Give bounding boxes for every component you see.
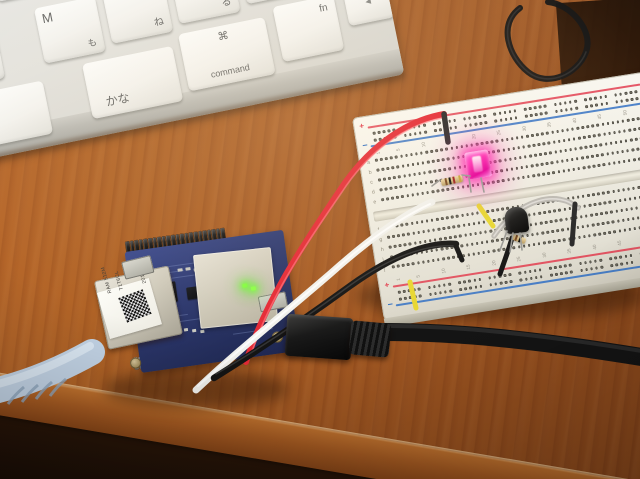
cable-ethernet <box>0 339 105 403</box>
wire-grey-end-right <box>569 201 578 247</box>
resistor-leg-2 <box>461 174 471 177</box>
transistor-leg-3 <box>519 232 523 251</box>
transistor-leg-1 <box>499 230 508 251</box>
wire-red-tip <box>441 111 451 145</box>
ethernet-connector-ribs <box>6 377 67 405</box>
led-leg-1 <box>468 177 472 193</box>
wire-yellow-1 <box>476 203 496 229</box>
wire-black-leg <box>453 243 465 263</box>
transistor-leg-2 <box>509 232 514 253</box>
resistor-leg-1 <box>431 179 441 187</box>
wire-red <box>243 111 447 365</box>
wire-yellow-2 <box>407 279 419 311</box>
led-leg-2 <box>480 177 485 193</box>
